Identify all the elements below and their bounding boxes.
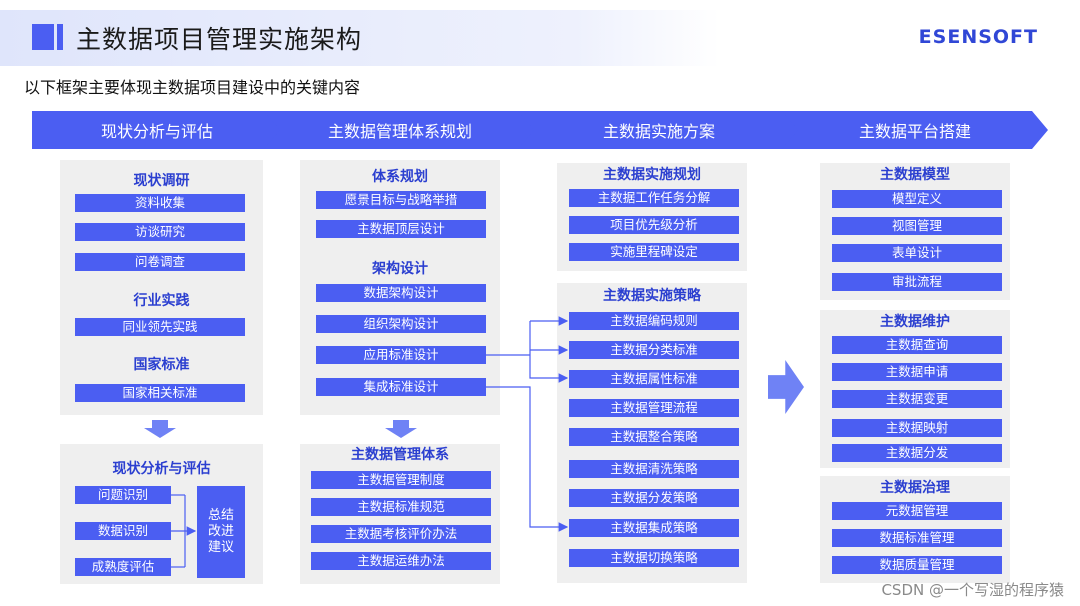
model-item: 审批流程 <box>832 273 1002 291</box>
watermark: CSDN @一个写湿的程序猿 <box>881 581 1064 599</box>
model-item: 视图管理 <box>832 217 1002 235</box>
strategy-item: 主数据清洗策略 <box>569 460 739 478</box>
maint-item: 主数据分发 <box>832 444 1002 462</box>
arch-item: 组织架构设计 <box>316 315 486 333</box>
maint-item: 主数据映射 <box>832 419 1002 437</box>
maint-title: 主数据维护 <box>880 314 950 330</box>
model-item: 模型定义 <box>832 190 1002 208</box>
strategy-item: 主数据属性标准 <box>569 370 739 388</box>
assess-item: 问题识别 <box>75 486 171 504</box>
plan-item: 主数据工作任务分解 <box>569 189 739 207</box>
assess-item: 成熟度评估 <box>75 558 171 576</box>
arch-item: 应用标准设计 <box>316 346 486 364</box>
research-item: 资料收集 <box>75 194 245 212</box>
phase-system-planning: 主数据管理体系规划 <box>264 111 536 149</box>
model-item: 表单设计 <box>832 244 1002 262</box>
national-item: 国家相关标准 <box>75 384 245 402</box>
assess-item: 数据识别 <box>75 522 171 540</box>
strategy-item: 主数据分类标准 <box>569 341 739 359</box>
strategy-item: 主数据管理流程 <box>569 399 739 417</box>
system-item: 愿景目标与战略举措 <box>316 191 486 209</box>
model-title: 主数据模型 <box>880 167 950 183</box>
gov-item: 数据标准管理 <box>832 529 1002 547</box>
mgmt-item: 主数据考核评价办法 <box>311 525 491 543</box>
header-band <box>0 10 720 66</box>
arch-item: 集成标准设计 <box>316 378 486 396</box>
connector-arrow <box>486 386 569 532</box>
industry-title: 行业实践 <box>133 293 190 309</box>
plan-title: 主数据实施规划 <box>603 167 701 183</box>
title-marker-bar-icon <box>57 24 63 50</box>
assess-title: 现状分析与评估 <box>112 461 211 477</box>
page-title: 主数据项目管理实施架构 <box>76 25 363 54</box>
esensoft-logo: ESENSOFT <box>918 26 1038 48</box>
research-item: 访谈研究 <box>75 223 245 241</box>
down-arrow-icon <box>144 420 176 438</box>
gov-item: 数据质量管理 <box>832 556 1002 574</box>
down-arrow-icon <box>385 420 417 438</box>
strategy-item: 主数据切换策略 <box>569 549 739 567</box>
phase-current-analysis: 现状分析与评估 <box>32 111 282 149</box>
strategy-item: 主数据编码规则 <box>569 312 739 330</box>
system-item: 主数据顶层设计 <box>316 220 486 238</box>
mgmt-item: 主数据运维办法 <box>311 552 491 570</box>
mgmt-item: 主数据标准规范 <box>311 498 491 516</box>
strategy-item: 主数据集成策略 <box>569 519 739 537</box>
gov-item: 元数据管理 <box>832 502 1002 520</box>
plan-item: 项目优先级分析 <box>569 216 739 234</box>
maint-item: 主数据查询 <box>832 336 1002 354</box>
maint-item: 主数据申请 <box>832 363 1002 381</box>
mgmt-title: 主数据管理体系 <box>351 447 449 463</box>
national-title: 国家标准 <box>133 357 190 373</box>
maint-item: 主数据变更 <box>832 390 1002 408</box>
system-title: 体系规划 <box>372 169 428 185</box>
title-marker-icon <box>32 24 54 50</box>
strategy-title: 主数据实施策略 <box>603 288 701 304</box>
plan-item: 实施里程碑设定 <box>569 243 739 261</box>
arch-item: 数据架构设计 <box>316 284 486 302</box>
arch-title: 架构设计 <box>372 261 428 277</box>
gov-title: 主数据治理 <box>880 480 950 496</box>
phase-platform-build: 主数据平台搭建 <box>782 111 1048 149</box>
research-title: 现状调研 <box>133 173 190 189</box>
strategy-item: 主数据整合策略 <box>569 428 739 446</box>
connector-arrow <box>529 321 569 383</box>
research-item: 问卷调查 <box>75 253 245 271</box>
mgmt-item: 主数据管理制度 <box>311 471 491 489</box>
phase-implementation-plan: 主数据实施方案 <box>518 111 800 149</box>
industry-item: 同业领先实践 <box>75 318 245 336</box>
strategy-item: 主数据分发策略 <box>569 489 739 507</box>
summary-box: 总结 改进 建议 <box>197 486 245 578</box>
page-subtitle: 以下框架主要体现主数据项目建设中的关键内容 <box>24 78 361 97</box>
